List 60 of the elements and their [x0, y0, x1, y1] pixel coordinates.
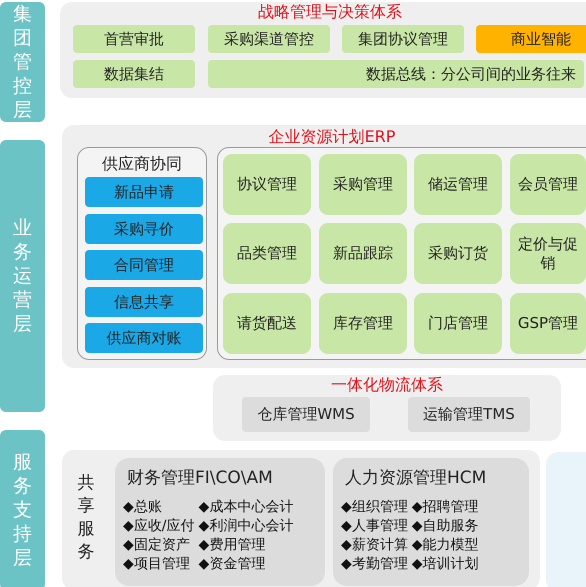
card-title: 财务管理FI\CO\AM — [127, 467, 273, 489]
module-tile: 数据总线：分公司间的业务往来 — [208, 60, 584, 88]
list-item: ◆薪资计算 — [341, 536, 408, 555]
module-tile: 新品申请 — [85, 177, 203, 207]
module-tile: 品类管理 — [223, 223, 311, 284]
list-item: ◆利润中心会计 — [198, 517, 294, 536]
module-tile: 信息共享 — [85, 287, 203, 317]
module-tile: 供应商对账 — [85, 323, 203, 353]
layer-title: 服务支持层 — [12, 450, 32, 570]
card-title: 人力资源管理HCM — [345, 467, 486, 489]
list-item: ◆成本中心会计 — [198, 498, 294, 517]
list-item: ◆固定资产 — [123, 536, 191, 555]
panel-title: 战略管理与决策体系 — [257, 2, 403, 23]
module-tile: GSP管理 — [510, 293, 586, 354]
module-tile: 库存管理 — [319, 293, 407, 354]
module-tile: 储运管理 — [414, 154, 502, 215]
group-panel — [60, 2, 586, 98]
list-item: ◆费用管理 — [198, 536, 266, 555]
module-tile: 采购渠道管控 — [208, 25, 330, 53]
group-panel — [62, 125, 586, 368]
module-tile: 合同管理 — [85, 250, 203, 280]
panel-title: 供应商协同 — [101, 154, 183, 175]
layer-title: 业务运营层 — [12, 216, 32, 336]
module-tile: 采购订货 — [414, 223, 502, 284]
list-item: ◆应收/应付 — [123, 517, 194, 536]
list-item: ◆人事管理 — [341, 517, 408, 536]
module-tile: 门店管理 — [414, 293, 502, 354]
module-tile: 协议管理 — [223, 154, 311, 215]
module-tile: 首营审批 — [73, 25, 195, 53]
layer-band — [0, 140, 45, 412]
group-panel — [62, 450, 540, 587]
group-panel — [213, 375, 561, 441]
list-item: ◆自助服务 — [412, 517, 479, 536]
list-item: ◆资金管理 — [198, 555, 266, 574]
layer-title: 集团管控层 — [12, 2, 32, 122]
module-tile: 采购管理 — [319, 154, 407, 215]
group-panel — [77, 147, 207, 360]
list-item: ◆考勤管理 — [341, 555, 408, 574]
list-item: ◆组织管理 — [341, 498, 408, 517]
panel-title: 企业资源计划ERP — [268, 127, 396, 148]
module-tile: 定价与促销 — [510, 223, 586, 284]
list-item: ◆培训计划 — [412, 555, 479, 574]
list-item: ◆招聘管理 — [412, 498, 479, 517]
highlight-tile: 商业智能 — [476, 25, 586, 53]
list-item: ◆总账 — [123, 498, 163, 517]
panel-title: 一体化物流体系 — [330, 375, 444, 396]
module-tile: 数据集结 — [73, 60, 195, 88]
module-tile: 采购寻价 — [85, 214, 203, 244]
module-tile: 请货配送 — [223, 293, 311, 354]
panel-title: 共享服务 — [76, 472, 96, 564]
module-tile: 会员管理 — [510, 154, 586, 215]
group-panel — [217, 147, 586, 360]
module-tile: 运输管理TMS — [408, 397, 530, 432]
layer-band — [0, 430, 45, 587]
module-tile: 仓库管理WMS — [242, 397, 370, 432]
list-item: ◆项目管理 — [123, 555, 191, 574]
module-tile: 集团协议管理 — [342, 25, 464, 53]
layer-band — [0, 2, 45, 122]
module-tile: 新品跟踪 — [319, 223, 407, 284]
list-item: ◆能力模型 — [412, 536, 479, 555]
